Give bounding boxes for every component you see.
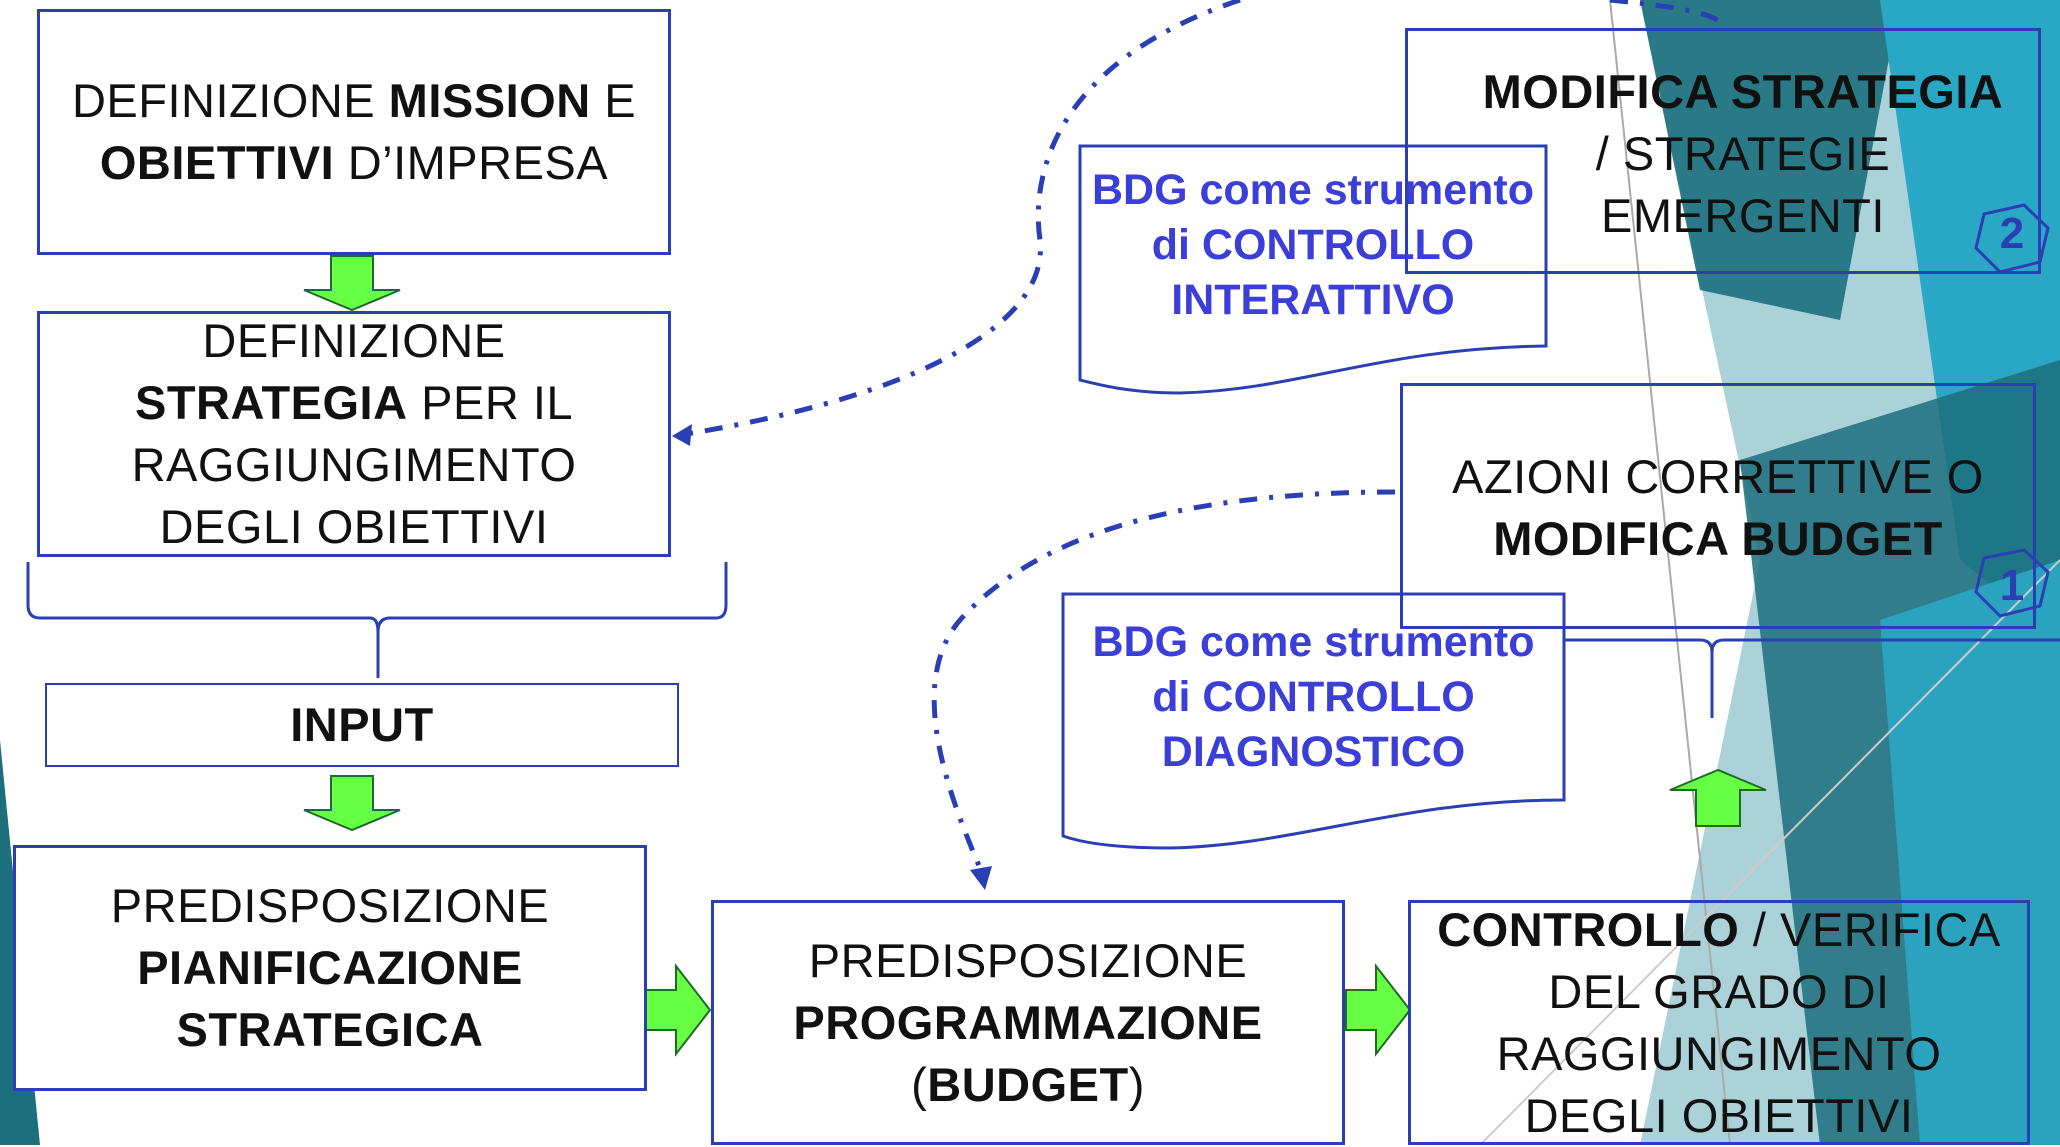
- decor-teal-dark: [1640, 0, 1900, 320]
- programmazione-line-3: (BUDGET): [911, 1054, 1145, 1116]
- strategia-line-3: RAGGIUNGIMENTO: [131, 438, 577, 491]
- box-programmazione: PREDISPOSIZIONE PROGRAMMAZIONE (BUDGET): [711, 900, 1345, 1145]
- modifica-strategia-line-3: EMERGENTI: [1601, 189, 1885, 242]
- box-controllo: CONTROLLO / VERIFICA DEL GRADO DI RAGGIU…: [1408, 900, 2030, 1145]
- box-pianificazione: PREDISPOSIZIONE PIANIFICAZIONE STRATEGIC…: [13, 845, 647, 1091]
- box-mission: DEFINIZIONE MISSION E OBIETTIVI D’IMPRES…: [37, 9, 671, 255]
- input-brace: [26, 562, 728, 678]
- doc-interattivo-shape: [1078, 144, 1548, 395]
- arrow-right-1: [645, 963, 712, 1057]
- strategia-post: PER IL: [407, 376, 574, 429]
- programmazione-bold-2: BUDGET: [927, 1057, 1129, 1111]
- pianificazione-line-1: PREDISPOSIZIONE: [110, 879, 550, 932]
- input-label: INPUT: [290, 698, 434, 751]
- strategia-line-2: STRATEGIA PER IL: [135, 372, 573, 434]
- box-strategia: DEFINIZIONE STRATEGIA PER IL RAGGIUNGIME…: [37, 311, 671, 557]
- mission-line-1: DEFINIZIONE MISSION E: [72, 70, 636, 132]
- pianificazione-line-3: STRATEGICA: [176, 999, 483, 1061]
- doc-interattivo-line-1: BDG come strumento: [1091, 166, 1534, 214]
- doc-diagnostico-line-2: di CONTROLLO: [1152, 673, 1475, 721]
- controllo-line-2: DEL GRADO DI: [1548, 964, 1890, 1018]
- mission-bold-1: MISSION: [388, 74, 591, 127]
- mission-mid: E: [590, 74, 637, 127]
- connector-strategia-head: [672, 424, 692, 446]
- controllo-line-4: DEGLI OBIETTIVI: [1524, 1088, 1914, 1142]
- mission-post: D’IMPRESA: [334, 136, 609, 189]
- doc-diagnostico-line-3: DIAGNOSTICO: [1161, 728, 1466, 776]
- pianificazione-bold-1: PIANIFICAZIONE: [137, 941, 523, 994]
- azioni-line-2: MODIFICA BUDGET: [1493, 508, 1943, 570]
- strategia-bold: STRATEGIA: [134, 376, 408, 429]
- doc-interattivo-text: BDG come strumento di CONTROLLO INTERATT…: [1080, 163, 1546, 328]
- azioni-brace: [1562, 638, 2060, 718]
- decor-thin-line: [1609, 0, 1731, 1145]
- connector-strategia: [679, 0, 1241, 438]
- badge-2-label: 2: [2000, 209, 2024, 258]
- programmazione-line-1: PREDISPOSIZIONE: [808, 933, 1248, 987]
- azioni-line-1: AZIONI CORRETTIVE O: [1452, 450, 1984, 503]
- controllo-line-1: CONTROLLO / VERIFICA: [1437, 899, 2001, 961]
- pianificazione-line-2: PIANIFICAZIONE: [137, 937, 523, 999]
- decor-teal-bright: [1880, 560, 2060, 1145]
- badge-1-label: 1: [2000, 561, 2024, 610]
- box-modifica-strategia: MODIFICA STRATEGIA / STRATEGIE EMERGENTI: [1405, 28, 2041, 274]
- connector-budget: [931, 489, 1396, 881]
- modifica-strategia-line-2: / STRATEGIE: [1595, 127, 1891, 180]
- programmazione-close: ): [1128, 1057, 1145, 1111]
- hexagon-badge-1: [1974, 548, 2050, 618]
- controllo-post: / VERIFICA: [1739, 902, 2001, 956]
- azioni-bold: MODIFICA BUDGET: [1493, 512, 1943, 565]
- doc-diagnostico-text: BDG come strumento di CONTROLLO DIAGNOST…: [1063, 615, 1564, 780]
- programmazione-line-2: PROGRAMMAZIONE: [793, 992, 1262, 1054]
- arrow-right-2: [1345, 963, 1412, 1057]
- controllo-line-3: RAGGIUNGIMENTO: [1496, 1026, 1942, 1080]
- mission-bold-2: OBIETTIVI: [99, 136, 335, 189]
- doc-interattivo-line-2: di CONTROLLO: [1151, 221, 1475, 269]
- arrow-down-1: [303, 255, 401, 312]
- doc-interattivo-line-3: INTERATTIVO: [1171, 276, 1455, 324]
- box-input: INPUT: [45, 683, 679, 767]
- strategia-line-1: DEFINIZIONE: [202, 314, 506, 367]
- mission-line-2: OBIETTIVI D’IMPRESA: [100, 132, 608, 194]
- pianificazione-bold-2: STRATEGICA: [176, 1003, 484, 1056]
- decor-thin-line-2: [1479, 559, 2060, 1145]
- arrow-up: [1669, 768, 1767, 827]
- connector-budget-head: [970, 866, 992, 890]
- strategia-line-4: DEGLI OBIETTIVI: [159, 500, 549, 553]
- modifica-strategia-line-1: MODIFICA STRATEGIA: [1483, 61, 2004, 123]
- mission-pre: DEFINIZIONE: [71, 74, 389, 127]
- modifica-strategia-bold: MODIFICA STRATEGIA: [1482, 65, 2004, 118]
- doc-diagnostico-shape: [1061, 592, 1566, 850]
- programmazione-bold-1: PROGRAMMAZIONE: [793, 995, 1263, 1049]
- controllo-bold: CONTROLLO: [1437, 902, 1740, 956]
- arrow-down-2: [303, 775, 401, 832]
- box-azioni: AZIONI CORRETTIVE O MODIFICA BUDGET: [1400, 383, 2036, 629]
- doc-diagnostico-line-1: BDG come strumento: [1092, 618, 1535, 666]
- programmazione-open: (: [911, 1057, 928, 1111]
